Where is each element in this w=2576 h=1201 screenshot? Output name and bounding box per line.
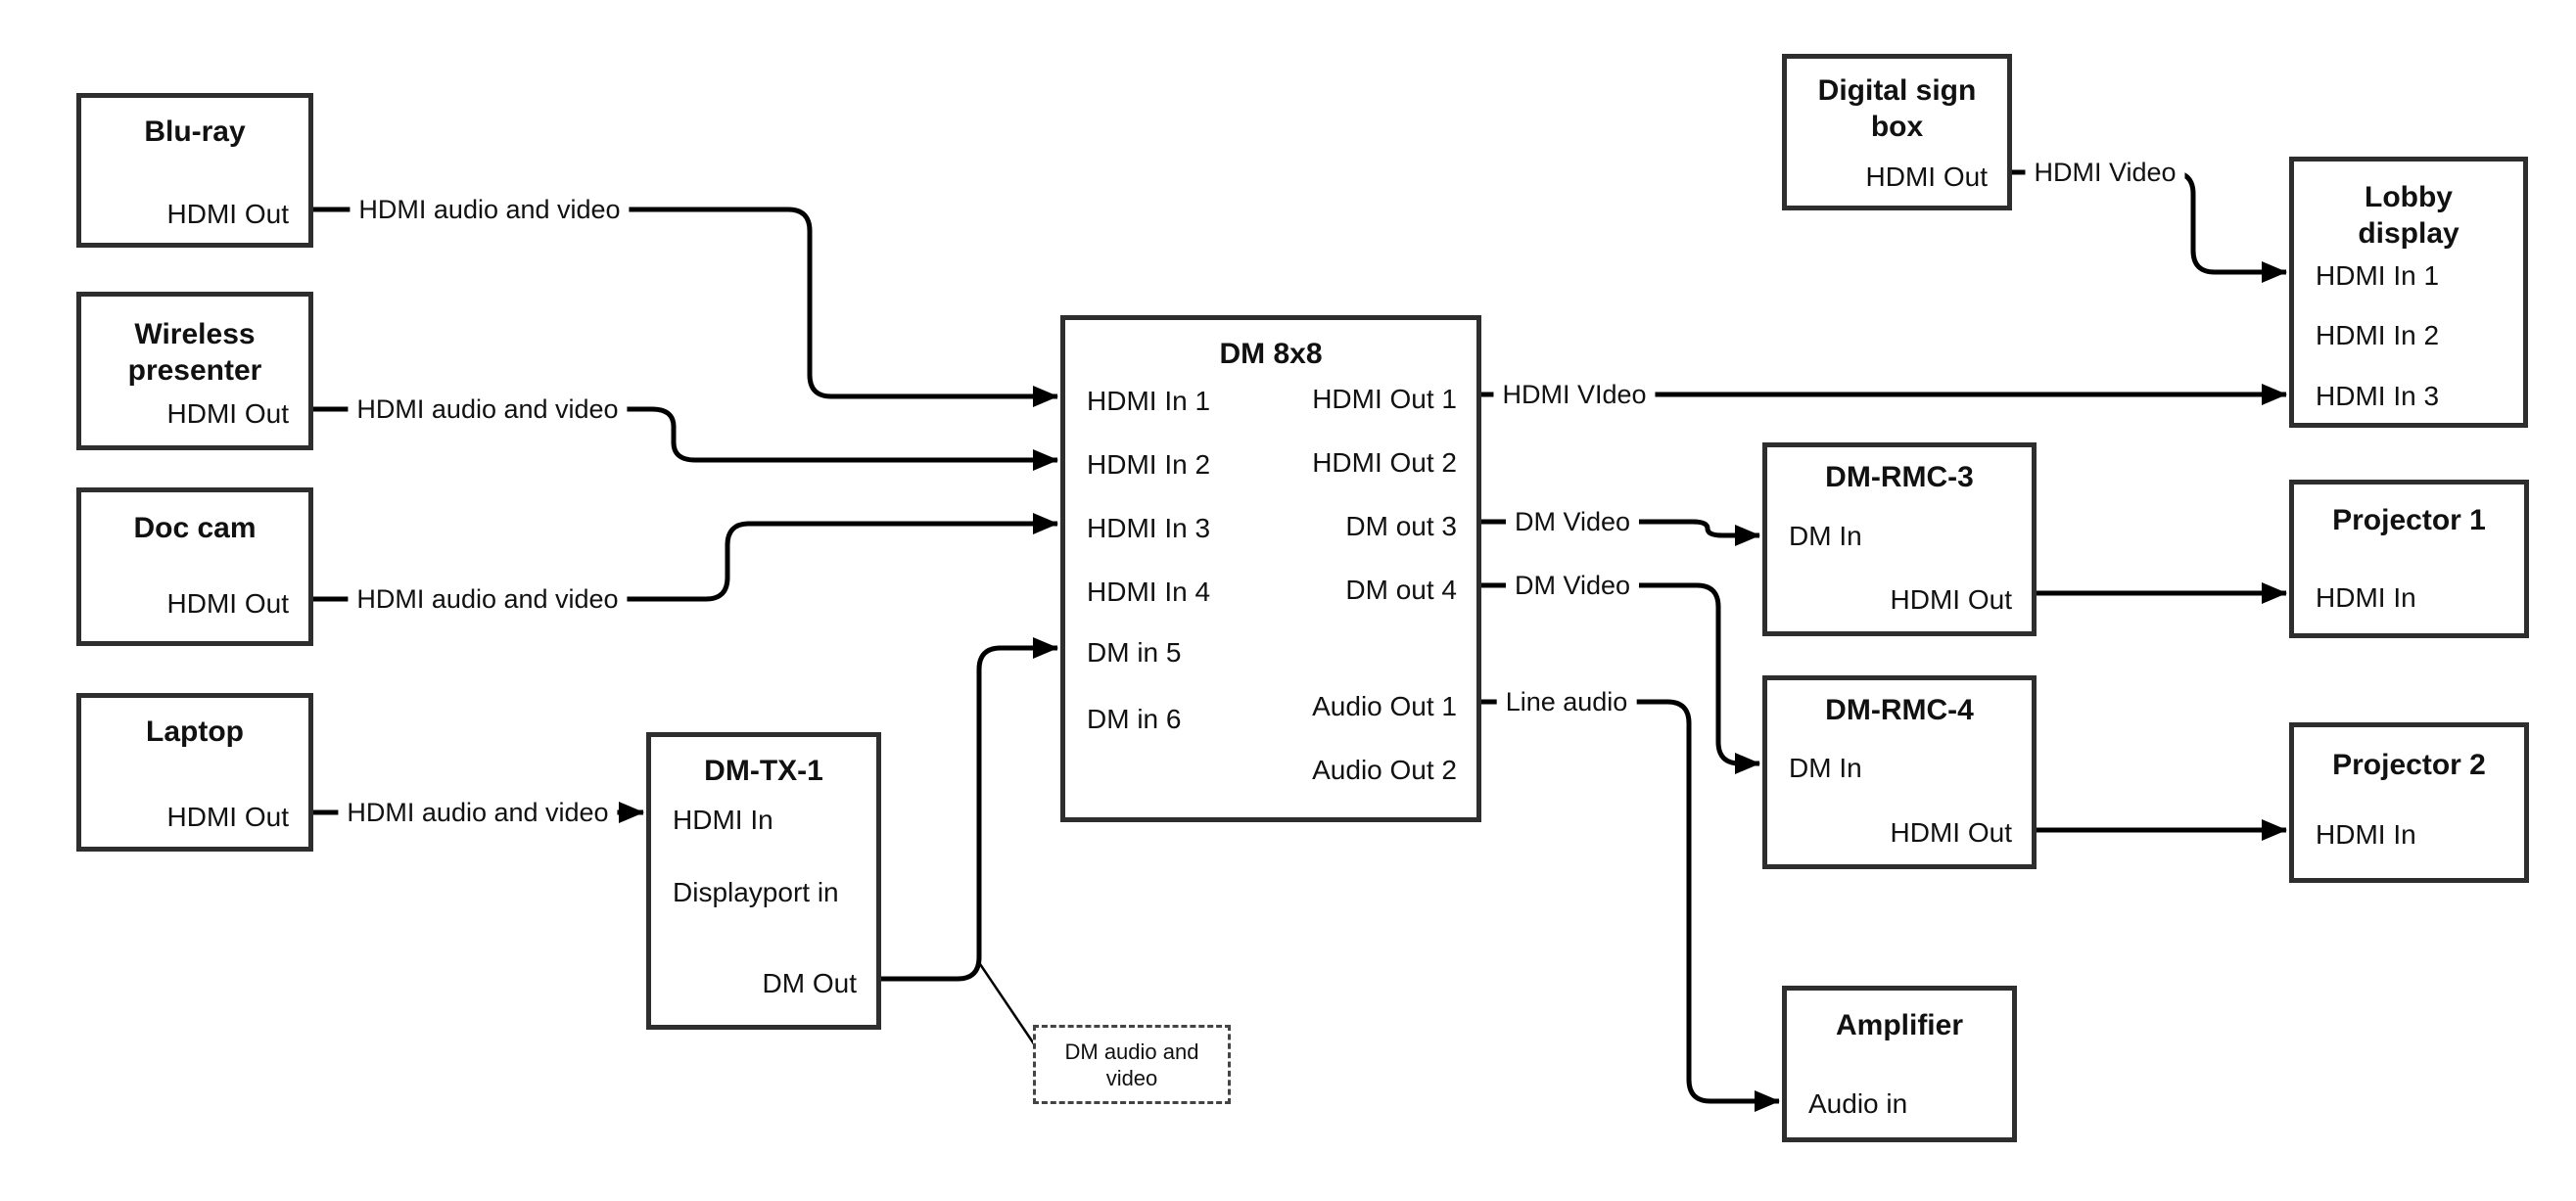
node-dm-8x8-port-dm-out-4: DM out 4 — [1345, 575, 1457, 605]
node-projector-1-title: Projector 1 — [2332, 504, 2486, 536]
wire-dm8x8-out4-to-rmc4 — [1481, 582, 1760, 774]
wire-label-out4-dm-video: DM Video — [1505, 570, 1640, 601]
node-dm-rmc-3-port-dm-in: DM In — [1789, 521, 1862, 551]
node-projector-1: Projector 1 HDMI In — [2289, 480, 2529, 638]
node-dm-tx-1-title: DM-TX-1 — [704, 755, 823, 787]
node-dm-8x8-port-hdmi-out-2: HDMI Out 2 — [1312, 447, 1457, 478]
node-dm-8x8-title: DM 8x8 — [1219, 338, 1323, 370]
node-laptop-port-hdmi-out: HDMI Out — [166, 802, 289, 832]
node-wireless-presenter-port-hdmi-out: HDMI Out — [166, 398, 289, 429]
node-lobby-display-port-hdmi-in-3: HDMI In 3 — [2316, 381, 2440, 411]
node-amplifier-title: Amplifier — [1835, 1009, 1964, 1041]
node-dm-rmc-3-port-hdmi-out: HDMI Out — [1890, 584, 2012, 615]
node-dm-rmc-4-port-dm-in: DM In — [1789, 753, 1862, 783]
wire-wireless-to-dm8x8-in2 — [313, 406, 1058, 471]
node-dm-8x8-port-hdmi-out-1: HDMI Out 1 — [1312, 384, 1457, 414]
wire-label-doccam-hdmi-av: HDMI audio and video — [348, 583, 628, 615]
wire-doccam-to-dm8x8-in3 — [313, 513, 1058, 602]
node-digital-sign-box-title: Digital sign box — [1817, 74, 1977, 143]
callout-line — [976, 960, 1037, 1046]
wire-label-out1-hdmi-video: HDMI VIdeo — [1493, 379, 1656, 410]
node-dm-tx-1-port-hdmi-in: HDMI In — [673, 805, 773, 835]
node-projector-1-port-hdmi-in: HDMI In — [2316, 582, 2416, 613]
wire-dmtx1-to-dm8x8-in5 — [881, 637, 1058, 982]
node-laptop-title: Laptop — [146, 716, 244, 748]
wire-label-bluray-hdmi-av: HDMI audio and video — [350, 194, 630, 225]
wire-label-out3-dm-video: DM Video — [1505, 506, 1640, 537]
wire-label-digitalsign-hdmi-video: HDMI Video — [2025, 157, 2185, 188]
node-dm-8x8-port-audio-out-1: Audio Out 1 — [1312, 691, 1457, 721]
callout-dm-audio-video: DM audio and video — [1033, 1025, 1231, 1104]
wire-label-audio1-line-audio: Line audio — [1496, 686, 1637, 717]
node-dm-rmc-4-title: DM-RMC-4 — [1825, 694, 1974, 726]
node-blu-ray-title: Blu-ray — [144, 115, 246, 148]
node-dm-rmc-3-title: DM-RMC-3 — [1825, 461, 1974, 493]
node-dm-tx-1-port-displayport-in: Displayport in — [673, 877, 839, 907]
node-dm-8x8-port-dm-out-3: DM out 3 — [1345, 511, 1457, 541]
node-lobby-display-title: Lobby display — [2358, 181, 2459, 250]
node-dm-rmc-4: DM-RMC-4 DM In HDMI Out — [1762, 675, 2037, 869]
node-dm-tx-1-port-dm-out: DM Out — [762, 968, 857, 998]
node-projector-2-title: Projector 2 — [2332, 749, 2486, 781]
node-dm-rmc-4-port-hdmi-out: HDMI Out — [1890, 817, 2012, 848]
node-amplifier-port-audio-in: Audio in — [1808, 1088, 1908, 1119]
wire-label-laptop-hdmi-av: HDMI audio and video — [338, 797, 618, 828]
node-dm-8x8-port-hdmi-in-4: HDMI In 4 — [1087, 577, 1211, 607]
wire-label-wireless-hdmi-av: HDMI audio and video — [348, 393, 628, 425]
node-dm-rmc-3: DM-RMC-3 DM In HDMI Out — [1762, 442, 2037, 636]
node-wireless-presenter-title: Wireless presenter — [127, 318, 262, 387]
node-projector-2: Projector 2 HDMI In — [2289, 722, 2529, 883]
node-dm-8x8-port-dm-in-5: DM in 5 — [1087, 637, 1182, 668]
node-dm-8x8-port-hdmi-in-3: HDMI In 3 — [1087, 513, 1211, 543]
node-doc-cam-port-hdmi-out: HDMI Out — [166, 588, 289, 619]
node-lobby-display-port-hdmi-in-2: HDMI In 2 — [2316, 320, 2440, 350]
node-dm-8x8-port-audio-out-2: Audio Out 2 — [1312, 755, 1457, 785]
wire-bluray-to-dm8x8-in1 — [313, 207, 1058, 407]
wire-dm8x8-out3-to-rmc3 — [1481, 519, 1760, 546]
node-digital-sign-box-port-hdmi-out: HDMI Out — [1865, 162, 1988, 192]
node-projector-2-port-hdmi-in: HDMI In — [2316, 819, 2416, 850]
node-lobby-display-port-hdmi-in-1: HDMI In 1 — [2316, 260, 2440, 291]
node-doc-cam-title: Doc cam — [133, 512, 257, 544]
wire-dm8x8-audio1-to-amplifier — [1481, 699, 1780, 1112]
node-dm-8x8-port-hdmi-in-2: HDMI In 2 — [1087, 449, 1211, 480]
node-dm-8x8-port-hdmi-in-1: HDMI In 1 — [1087, 386, 1211, 416]
node-dm-8x8-port-dm-in-6: DM in 6 — [1087, 704, 1182, 734]
node-blu-ray-port-hdmi-out: HDMI Out — [166, 199, 289, 229]
